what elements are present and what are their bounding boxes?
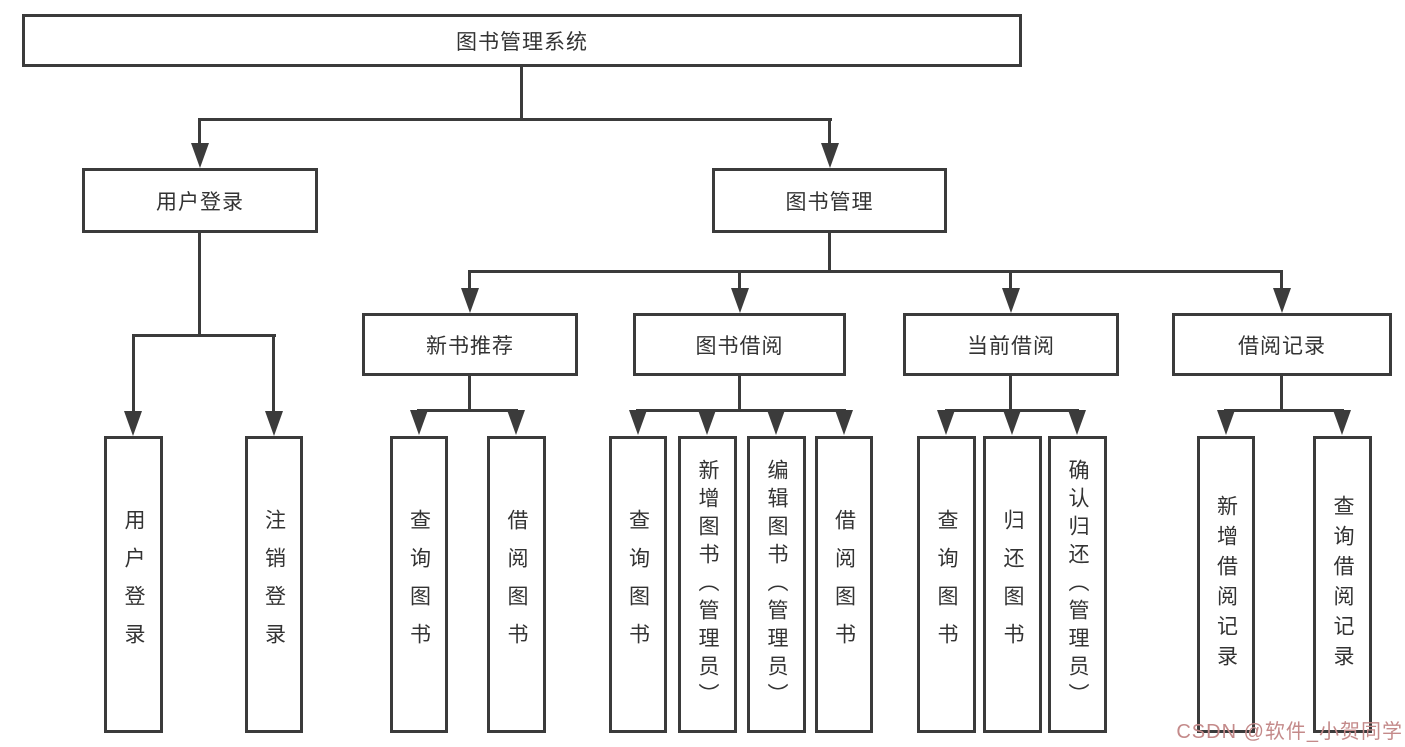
- connector-drop-user-login: [198, 118, 201, 145]
- node-root-label: 图书管理系统: [456, 30, 588, 54]
- connector-drop-book-mgmt: [828, 118, 831, 145]
- arrow-down-icon: [767, 410, 785, 435]
- node-user-login: 用户登录: [82, 168, 318, 233]
- node-book-borrow-label: 图书借阅: [695, 334, 784, 358]
- node-book-mgmt-label: 图书管理: [785, 190, 874, 214]
- leaf-return-books: 归还图书: [983, 436, 1042, 733]
- leaf-label: 新增图书（管理员）: [696, 458, 719, 711]
- arrow-down-icon: [1002, 288, 1020, 313]
- arrow-down-icon: [1003, 410, 1021, 435]
- arrow-down-icon: [731, 288, 749, 313]
- leaf-label: 查询借阅记录: [1331, 494, 1354, 675]
- leaf-label: 编辑图书（管理员）: [765, 458, 788, 711]
- arrow-down-icon: [1333, 410, 1351, 435]
- arrow-down-icon: [835, 410, 853, 435]
- leaf-label: 用户登录: [122, 508, 145, 661]
- arrow-down-icon: [698, 410, 716, 435]
- connector-book-mgmt-split: [468, 270, 1283, 273]
- connector-drop-leaf: [132, 334, 135, 413]
- arrow-down-icon: [1068, 410, 1086, 435]
- connector-new-book-rec-stem: [468, 376, 471, 412]
- node-book-mgmt: 图书管理: [712, 168, 947, 233]
- leaf-query-borrow-record: 查询借阅记录: [1313, 436, 1372, 733]
- leaf-label: 查询图书: [935, 508, 958, 661]
- leaf-borrow-books-recommend: 借阅图书: [487, 436, 546, 733]
- arrow-down-icon: [265, 411, 283, 436]
- node-book-borrow: 图书借阅: [633, 313, 846, 376]
- leaf-label: 注销登录: [262, 508, 286, 661]
- csdn-watermark: CSDN @软件_小贺同学: [1176, 721, 1403, 743]
- leaf-label: 查询图书: [626, 508, 650, 661]
- node-borrow-records-label: 借阅记录: [1238, 334, 1326, 358]
- node-current-borrow: 当前借阅: [903, 313, 1119, 376]
- arrow-down-icon: [410, 410, 428, 435]
- connector-user-login-split: [132, 334, 276, 337]
- leaf-add-borrow-record: 新增借阅记录: [1197, 436, 1255, 733]
- connector-root-stem: [520, 66, 523, 120]
- node-borrow-records: 借阅记录: [1172, 313, 1392, 376]
- connector-borrow-records-stem: [1280, 376, 1283, 412]
- connector-user-login-stem: [198, 233, 201, 336]
- leaf-label: 新增借阅记录: [1214, 494, 1238, 675]
- arrow-down-icon: [821, 143, 839, 168]
- leaf-confirm-return-admin: 确认归还（管理员）: [1048, 436, 1107, 733]
- connector-root-split: [198, 118, 832, 121]
- connector-borrow-records-split: [1224, 409, 1344, 412]
- leaf-label: 归还图书: [1001, 508, 1024, 661]
- leaf-label: 确认归还（管理员）: [1066, 458, 1089, 711]
- leaf-query-books-borrow: 查询图书: [609, 436, 667, 733]
- leaf-add-book-admin: 新增图书（管理员）: [678, 436, 737, 733]
- leaf-label: 借阅图书: [505, 508, 528, 661]
- node-new-book-recommend-label: 新书推荐: [426, 334, 514, 358]
- arrow-down-icon: [124, 411, 142, 436]
- arrow-down-icon: [461, 288, 479, 313]
- connector-book-mgmt-stem: [828, 233, 831, 273]
- leaf-borrow-books: 借阅图书: [815, 436, 873, 733]
- connector-drop-leaf: [272, 334, 275, 413]
- connector-drop-book-borrow: [738, 270, 741, 290]
- leaf-query-books-recommend: 查询图书: [390, 436, 448, 733]
- leaf-label: 借阅图书: [832, 508, 856, 661]
- connector-current-borrow-stem: [1009, 376, 1012, 412]
- node-root: 图书管理系统: [22, 14, 1022, 67]
- connector-drop-current-borrow: [1009, 270, 1012, 290]
- leaf-logout: 注销登录: [245, 436, 303, 733]
- leaf-query-books-current: 查询图书: [917, 436, 976, 733]
- connector-book-borrow-stem: [738, 376, 741, 412]
- arrow-down-icon: [1273, 288, 1291, 313]
- node-user-login-label: 用户登录: [156, 190, 244, 214]
- arrow-down-icon: [191, 143, 209, 168]
- connector-drop-borrow-record: [1280, 270, 1283, 290]
- arrow-down-icon: [507, 410, 525, 435]
- leaf-label: 查询图书: [407, 508, 431, 661]
- leaf-edit-book-admin: 编辑图书（管理员）: [747, 436, 806, 733]
- node-new-book-recommend: 新书推荐: [362, 313, 578, 376]
- arrow-down-icon: [937, 410, 955, 435]
- arrow-down-icon: [1217, 410, 1235, 435]
- arrow-down-icon: [629, 410, 647, 435]
- connector-book-borrow-split: [636, 409, 846, 412]
- connector-new-book-rec-split: [417, 409, 518, 412]
- node-current-borrow-label: 当前借阅: [967, 334, 1055, 358]
- leaf-user-login: 用户登录: [104, 436, 163, 733]
- connector-drop-new-book-rec: [468, 270, 471, 290]
